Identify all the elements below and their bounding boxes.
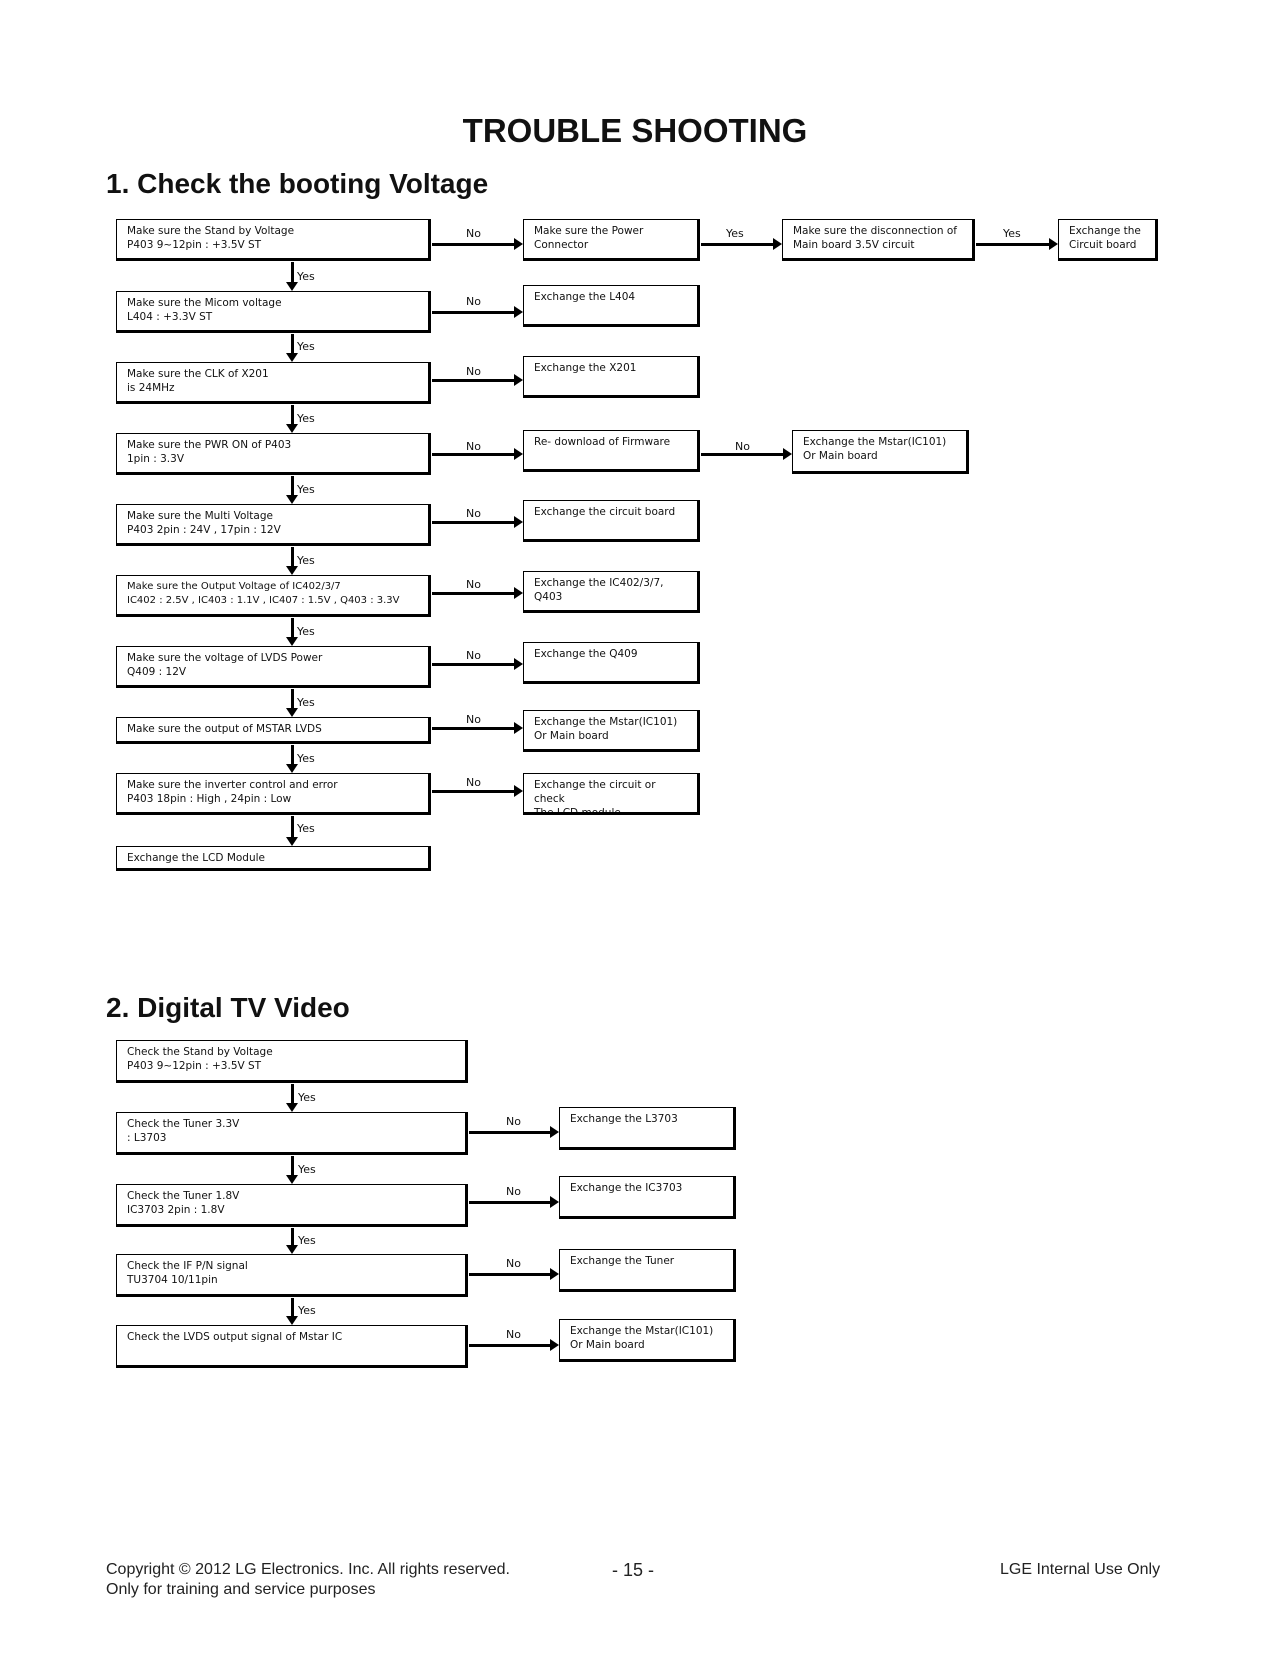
s2-no-3: No: [506, 1257, 521, 1270]
s1-step-2: Make sure the Micom voltage L404 : +3.3V…: [116, 291, 431, 333]
s1-step-1: Make sure the Stand by Voltage P403 9~12…: [116, 219, 431, 261]
s2-side-4: Exchange the Mstar(IC101) Or Main board: [559, 1319, 736, 1362]
s2-side-3: Exchange the Tuner: [559, 1249, 736, 1292]
s1-yes-6: Yes: [297, 625, 315, 638]
section2-heading: 2. Digital TV Video: [106, 992, 350, 1023]
s1-yes-5: Yes: [297, 554, 315, 567]
s1-step-3: Make sure the CLK of X201 is 24MHz: [116, 362, 431, 404]
s1-step-5: Make sure the Multi Voltage P403 2pin : …: [116, 504, 431, 546]
s1-no-3: No: [466, 365, 481, 378]
s1-yes-7: Yes: [297, 696, 315, 709]
s1-no-7: No: [466, 649, 481, 662]
s1-row1-box3: Make sure the disconnection of Main boar…: [782, 219, 975, 261]
s2-no-2: No: [506, 1185, 521, 1198]
s1-yes-1: Yes: [297, 270, 315, 283]
s1-no-2: No: [466, 295, 481, 308]
s1-no-4: No: [466, 440, 481, 453]
s1-no-5: No: [466, 507, 481, 520]
s1-no-8: No: [466, 713, 481, 726]
s2-no-4: No: [506, 1328, 521, 1341]
s2-step-5: Check the LVDS output signal of Mstar IC: [116, 1325, 468, 1368]
footer-internal: LGE Internal Use Only: [1000, 1561, 1161, 1578]
s2-step-4: Check the IF P/N signal TU3704 10/11pin: [116, 1254, 468, 1297]
footer-copyright: Copyright © 2012 LG Electronics. Inc. Al…: [106, 1561, 510, 1578]
s1-step-6: Make sure the Output Voltage of IC402/3/…: [116, 575, 431, 617]
s1-side-1: Make sure the Power Connector: [523, 219, 700, 261]
s1-side-9: Exchange the circuit or check The LCD mo…: [523, 773, 700, 815]
s1-side-8: Exchange the Mstar(IC101) Or Main board: [523, 710, 700, 752]
s2-side-2: Exchange the IC3703: [559, 1176, 736, 1219]
s2-yes-3: Yes: [298, 1234, 316, 1247]
s2-side-1: Exchange the L3703: [559, 1107, 736, 1150]
s1-yes-2: Yes: [297, 340, 315, 353]
s2-yes-2: Yes: [298, 1163, 316, 1176]
s2-yes-4: Yes: [298, 1304, 316, 1317]
s1-row1-box4: Exchange the Circuit board: [1058, 219, 1158, 261]
page-number: - 15 -: [612, 1560, 655, 1580]
s1-row4-no: No: [735, 440, 750, 453]
s1-row1-yes-b: Yes: [1003, 227, 1021, 240]
s1-side-2: Exchange the L404: [523, 285, 700, 327]
s1-step-8: Make sure the output of MSTAR LVDS: [116, 717, 431, 744]
s2-step-1: Check the Stand by Voltage P403 9~12pin …: [116, 1040, 468, 1083]
s1-step-10: Exchange the LCD Module: [116, 846, 431, 871]
s1-step-4: Make sure the PWR ON of P403 1pin : 3.3V: [116, 433, 431, 475]
s1-side-5: Exchange the circuit board: [523, 500, 700, 542]
s2-step-3: Check the Tuner 1.8V IC3703 2pin : 1.8V: [116, 1184, 468, 1227]
s1-step-7: Make sure the voltage of LVDS Power Q409…: [116, 646, 431, 688]
s1-yes-8: Yes: [297, 752, 315, 765]
s1-no-9: No: [466, 776, 481, 789]
s1-row1-yes-a: Yes: [726, 227, 744, 240]
s1-side-4: Re- download of Firmware: [523, 430, 700, 472]
s1-yes-4: Yes: [297, 483, 315, 496]
page-title: TROUBLE SHOOTING: [462, 112, 808, 149]
s1-row4-box3: Exchange the Mstar(IC101) Or Main board: [792, 430, 969, 474]
s2-yes-1: Yes: [298, 1091, 316, 1104]
s1-no-6: No: [466, 578, 481, 591]
section1-heading: 1. Check the booting Voltage: [106, 168, 489, 199]
s1-side-6: Exchange the IC402/3/7, Q403: [523, 571, 700, 613]
footer-purpose: Only for training and service purposes: [106, 1581, 376, 1598]
s1-yes-3: Yes: [297, 412, 315, 425]
s1-no-1: No: [466, 227, 481, 240]
s2-step-2: Check the Tuner 3.3V : L3703: [116, 1112, 468, 1155]
s2-no-1: No: [506, 1115, 521, 1128]
s1-side-7: Exchange the Q409: [523, 642, 700, 684]
s1-step-9: Make sure the inverter control and error…: [116, 773, 431, 815]
s1-yes-9: Yes: [297, 822, 315, 835]
s1-side-3: Exchange the X201: [523, 356, 700, 398]
